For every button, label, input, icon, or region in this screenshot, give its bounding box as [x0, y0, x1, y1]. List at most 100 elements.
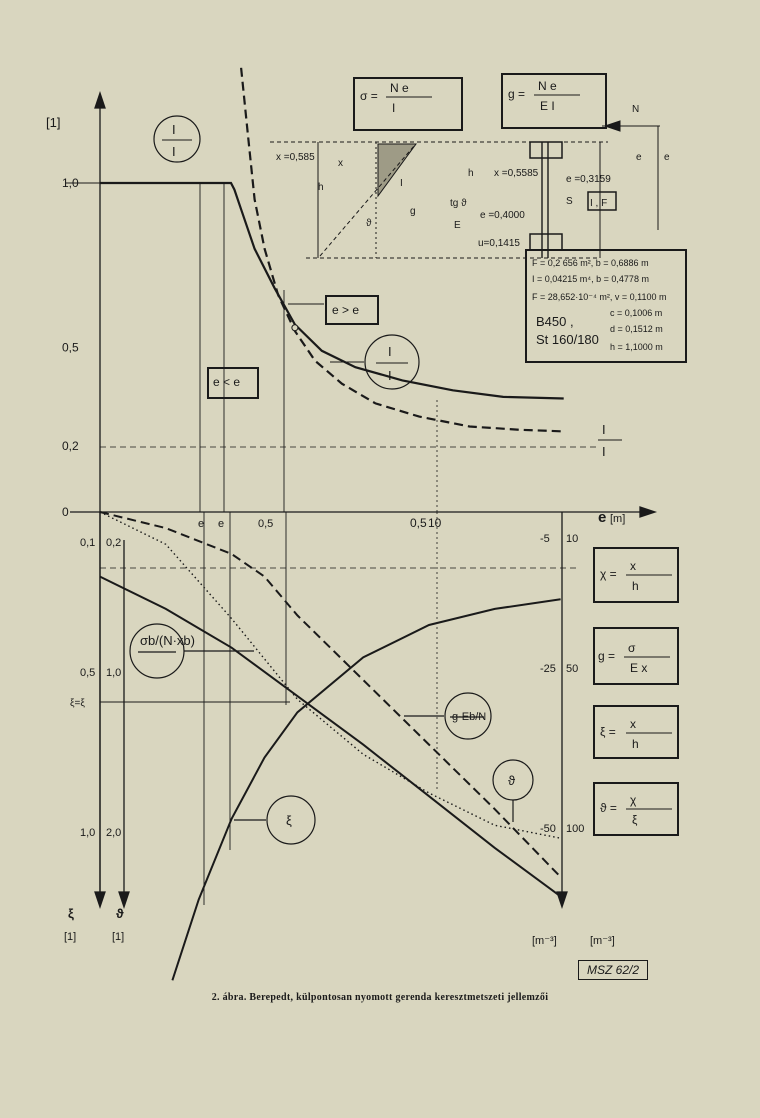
upper-y-tick-3: 0	[62, 505, 69, 519]
theta-tick-2: 2,0	[106, 827, 121, 839]
annotation-e-lt: e < e	[207, 367, 259, 399]
label-sigma: σb/(N·xb)	[140, 633, 195, 648]
lower-series-2	[99, 511, 561, 839]
xi-tick-2: 1,0	[80, 827, 95, 839]
formula-den-3: E x	[630, 661, 647, 675]
xi-tick-0: 0,1	[80, 537, 95, 549]
formula-den-1: E I	[540, 99, 555, 113]
formula-lhs-0: σ =	[360, 89, 378, 103]
svg-text:I: I	[602, 444, 606, 459]
section-label-9: x =0,5585	[494, 168, 539, 179]
xi-axis-unit: [1]	[64, 931, 76, 943]
label-g: g·Eb/N	[452, 711, 486, 723]
lower-labels: σb/(N·xb)g·Eb/Nϑξ	[140, 633, 516, 828]
x-axis-label: e	[598, 509, 606, 526]
formula-den-2: h	[632, 579, 639, 593]
upper-y-tick-1: 0,5	[62, 341, 79, 355]
e-label-3: 0,5	[258, 518, 273, 530]
property-0: F = 0,2 656 m², b = 0,6886 m	[532, 258, 649, 268]
formula-num-2: x	[630, 559, 636, 573]
theta-axis-name: ϑ	[116, 906, 124, 921]
section-label-12: e =0,3159	[566, 174, 611, 185]
lower-series	[99, 511, 562, 981]
section-label-8: h	[468, 168, 474, 179]
property-5: d = 0,1512 m	[610, 324, 663, 334]
e-label-2: e	[218, 518, 224, 530]
left-mark-xi: ξ=ξ	[70, 698, 85, 709]
svg-text:e < e: e < e	[213, 375, 240, 389]
formula-num-1: N e	[538, 79, 557, 93]
section-label-6: E	[454, 220, 461, 231]
section-sketch	[270, 73, 687, 363]
section-label-16: e	[636, 152, 642, 163]
section-label-0: x =0,585	[276, 152, 315, 163]
formula-den-4: h	[632, 737, 639, 751]
section-label-1: x	[338, 158, 343, 169]
lower-series-1	[99, 511, 562, 878]
g-tick-2: 100	[566, 823, 584, 835]
e-label-1: e	[198, 518, 204, 530]
axis-arrow-right	[639, 506, 658, 518]
formula-num-4: x	[630, 717, 636, 731]
upper-y-ticks: 1,0 0,5 0,2 0	[62, 176, 79, 519]
asymptote-label: I I	[598, 422, 622, 459]
property-1: I = 0,04215 m⁴, b = 0,4778 m	[532, 274, 649, 284]
label-theta: ϑ	[508, 773, 516, 788]
formula-num-5: χ	[630, 793, 637, 807]
section-label-3: I	[400, 178, 403, 189]
formula-den-5: ξ	[632, 813, 638, 827]
lower-series-3	[171, 598, 561, 981]
formula-num-0: N e	[390, 81, 409, 95]
properties: F = 0,2 656 m², b = 0,6886 m I = 0,04215 …	[532, 258, 667, 352]
svg-text:I: I	[388, 344, 392, 359]
section-label-7: ϑ	[366, 218, 372, 229]
section-label-13: S	[566, 196, 573, 207]
theta-arrow	[118, 891, 130, 910]
section-label-10: e =0,4000	[480, 210, 525, 221]
section-label-4: g	[410, 206, 416, 217]
xi-tick-1: 0,5	[80, 667, 95, 679]
axis-arrow-up	[94, 90, 106, 109]
g-tick-1: 50	[566, 663, 578, 675]
theta-tick-1: 1,0	[106, 667, 121, 679]
sigma-tick-2: -50	[540, 823, 556, 835]
axis-names: ξ[1]ϑ[1][m⁻³][m⁻³]	[64, 906, 615, 947]
upper-y-tick-2: 0,2	[62, 439, 79, 453]
svg-text:I: I	[602, 422, 606, 437]
property-3: c = 0,1006 m	[610, 308, 662, 318]
formula-lhs-4: ξ =	[600, 725, 616, 739]
section-label-14: I , F	[590, 198, 607, 209]
formula-lhs-3: g =	[598, 649, 615, 663]
xi-arrow	[94, 891, 106, 910]
formula-lhs-2: χ =	[600, 567, 617, 581]
upper-x-tick-1: 10	[428, 516, 442, 530]
lower-callouts	[129, 547, 679, 845]
upper-y-tick-0: 1,0	[62, 176, 79, 190]
svg-text:e > e: e > e	[332, 303, 359, 317]
upper-unit: [1]	[46, 115, 60, 130]
upper-series	[100, 67, 564, 433]
property-4: B450 ,	[536, 314, 574, 329]
lower-left-ticks: 0,10,51,00,21,02,0	[80, 537, 121, 839]
formulas: σ =N eIg =N eE Iχ =xhg =σE xξ =xhϑ =χξ	[360, 79, 672, 827]
formula-lhs-1: g =	[508, 87, 525, 101]
section-label-11: u=0,1415	[478, 238, 520, 249]
section-label-2: h	[318, 182, 324, 193]
property-7: h = 1,1000 m	[610, 342, 663, 352]
svg-text:I: I	[172, 122, 176, 137]
formula-lhs-5: ϑ =	[600, 801, 617, 815]
upper-x-tick-0: 0,5	[410, 516, 427, 530]
formula-den-0: I	[392, 101, 395, 115]
x-axis-unit: [m]	[610, 513, 625, 525]
theta-axis-unit: [1]	[112, 931, 124, 943]
ratio-top: I I	[153, 115, 201, 163]
lower-series-0	[99, 575, 562, 898]
annotation-e-gt: e > e	[288, 295, 379, 325]
xi-axis-name: ξ	[68, 906, 74, 921]
upper-marker-0	[291, 324, 299, 332]
property-6: St 160/180	[536, 332, 599, 347]
